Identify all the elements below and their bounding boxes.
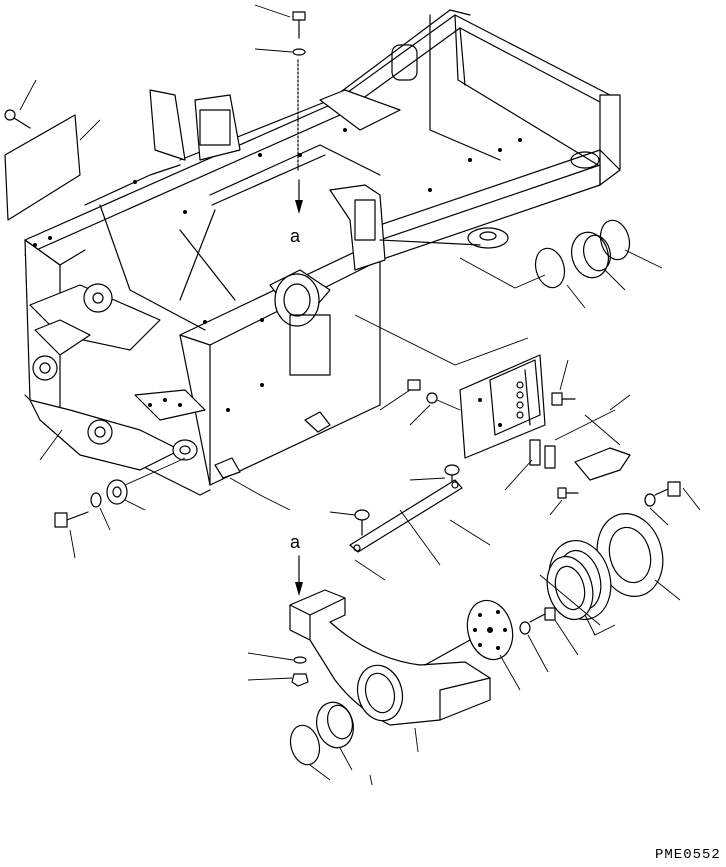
ref-label-a-upper: a xyxy=(290,226,301,246)
drawing-code: PME0552 xyxy=(655,847,721,863)
top-bolt-assembly xyxy=(254,4,306,214)
link-group xyxy=(229,464,491,581)
leader-lines xyxy=(19,79,373,786)
ref-label-a-lower: a xyxy=(290,532,301,552)
upper-seal-group xyxy=(459,219,663,309)
bearing-stack xyxy=(466,481,701,691)
main-frame xyxy=(4,9,621,496)
lower-housing xyxy=(247,555,491,781)
side-plate-group xyxy=(354,314,631,516)
left-bolt-group xyxy=(54,457,186,559)
